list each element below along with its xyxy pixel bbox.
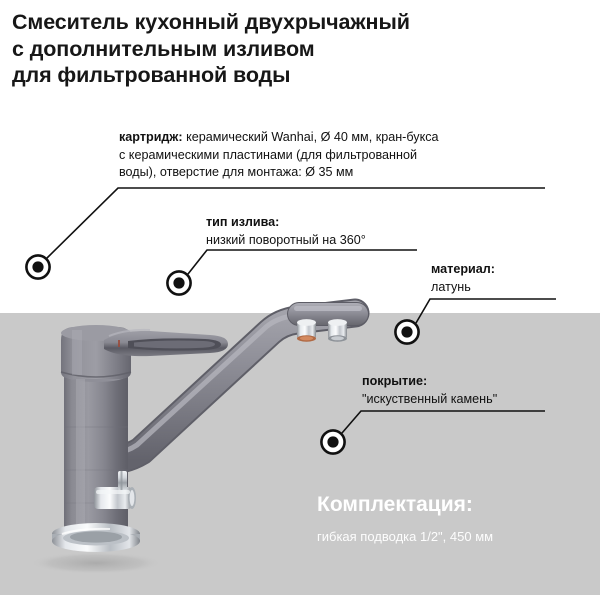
callout-cartridge-label: картридж: — [119, 130, 183, 144]
callout-spout-value: низкий поворотный на 360° — [206, 232, 366, 247]
kit-title: Комплектация: — [317, 493, 473, 516]
callout-cartridge-value-2: с керамическими пластинами (для фильтров… — [119, 147, 417, 162]
title-line-2: с дополнительным изливом — [12, 36, 315, 61]
callout-cartridge-value-1: керамический Wanhai, Ø 40 мм, кран-букса — [186, 130, 439, 144]
callout-coating-label: покрытие: — [362, 374, 428, 388]
base-flange — [52, 523, 140, 552]
kit-contents-block: Комплектация: гибкая подводка 1/2", 450 … — [317, 492, 493, 546]
title-line-1: Смеситель кухонный двухрычажный — [12, 10, 410, 34]
aerator-outlets — [297, 319, 347, 342]
side-valve — [94, 471, 136, 509]
title-line-3: для фильтрованной воды — [12, 63, 291, 87]
callout-spout-type: тип излива: низкий поворотный на 360° — [206, 214, 366, 249]
callout-material-label: материал: — [431, 262, 495, 276]
callout-material-value: латунь — [431, 279, 471, 294]
callout-cartridge: картридж: керамический Wanhai, Ø 40 мм, … — [119, 129, 549, 182]
kit-item-hose: гибкая подводка 1/2", 450 мм — [317, 529, 494, 544]
callout-spout-label: тип излива: — [206, 215, 280, 229]
callout-coating: покрытие: "искуственный камень" — [362, 373, 497, 408]
callout-coating-value: "искуственный камень" — [362, 391, 498, 406]
callout-cartridge-value-3: воды), отверстие для монтажа: Ø 35 мм — [119, 165, 354, 180]
callout-material: материал: латунь — [431, 261, 495, 296]
page-title: Смеситель кухонный двухрычажный с дополн… — [12, 9, 588, 89]
callout-cartridge-line-1: картридж: керамический Wanhai, Ø 40 мм, … — [119, 129, 549, 147]
